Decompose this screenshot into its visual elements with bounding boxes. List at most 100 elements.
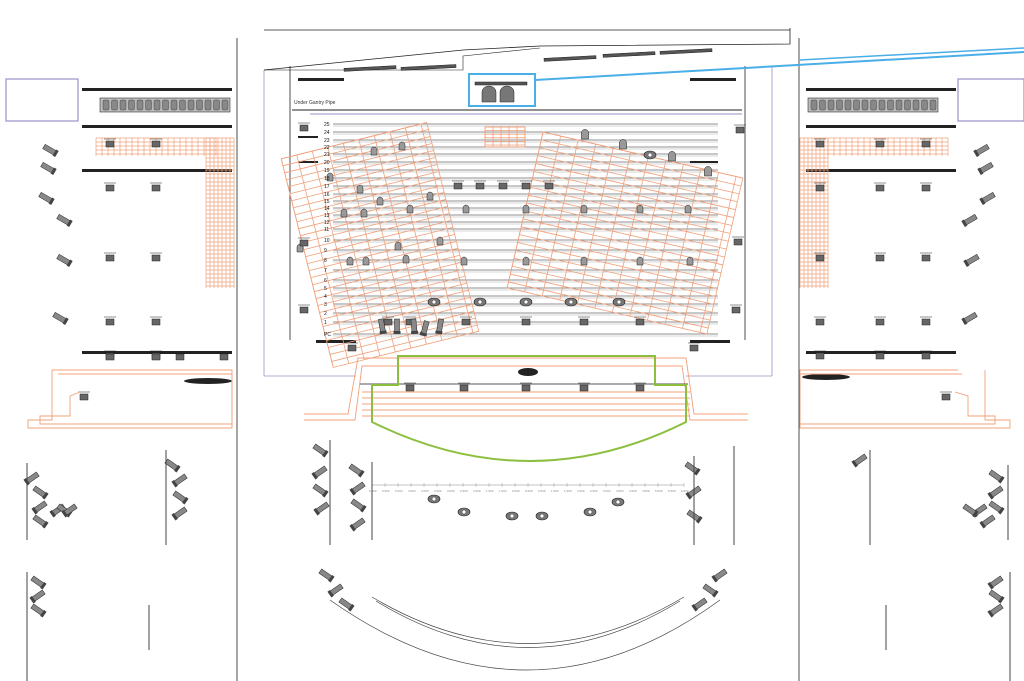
par-can-icon (814, 252, 826, 262)
profile-fixture-icon (711, 568, 728, 583)
scale-tick-label: 5.000 (655, 489, 663, 493)
profile-fixture-icon (164, 458, 181, 473)
scale-tick-label: 5.500 (382, 489, 390, 493)
profile-fixture-icon (435, 318, 444, 335)
profile-fixture-icon (419, 320, 430, 337)
par-can-icon (104, 138, 116, 148)
par-can-icon (346, 342, 358, 352)
profile-fixture-icon (987, 485, 1004, 500)
pipe-number: 4 (324, 294, 327, 300)
profile-fixture-icon (851, 453, 868, 468)
fixtures-layer (23, 122, 1005, 618)
profile-fixture-icon (349, 481, 366, 496)
par-can-icon (874, 182, 886, 192)
spotlight-icon (460, 256, 468, 266)
pipe-number: 6 (324, 278, 327, 284)
pipe-number: 3 (324, 302, 327, 308)
profile-fixture-icon (172, 490, 189, 505)
scale-tick-label: 2.500 (590, 489, 598, 493)
par-can-icon (688, 342, 700, 352)
par-can-icon (78, 391, 90, 401)
par-can-icon (874, 252, 886, 262)
pipe-number: 21 (324, 152, 330, 158)
profile-fixture-icon (702, 583, 719, 598)
spotlight-icon (581, 129, 589, 140)
spotlight-icon (406, 204, 414, 214)
scale-tick-label: 4.500 (408, 489, 416, 493)
spotlight-icon (436, 236, 444, 246)
scale-tick-label: 3.000 (603, 489, 611, 493)
par-can-icon (404, 382, 416, 392)
scale-tick-label: 3.500 (434, 489, 442, 493)
par-can-icon (497, 180, 509, 190)
pipe-number: 25 (324, 122, 330, 128)
scale-tick-label: 1.500 (564, 489, 572, 493)
moving-head-icon (473, 297, 487, 307)
profile-fixture-icon (40, 161, 57, 176)
spotlight-icon (326, 172, 334, 182)
profile-fixture-icon (410, 318, 419, 335)
moving-head-icon (611, 497, 625, 507)
profile-fixture-icon (987, 575, 1004, 590)
par-can-icon (218, 351, 230, 361)
pipe-number: 12 (324, 220, 330, 226)
par-can-icon (634, 382, 646, 392)
par-can-icon (920, 138, 932, 148)
scale-tick-label: 0.000 (525, 489, 533, 493)
par-can-icon (578, 316, 590, 326)
house-booms (26, 440, 1011, 681)
pipe-number: 19 (324, 168, 330, 174)
pipe-number: 16 (324, 192, 330, 198)
par-can-icon (940, 391, 952, 401)
profile-fixture-icon (38, 191, 55, 206)
par-can-icon (732, 236, 744, 246)
profile-fixture-icon (979, 514, 996, 529)
spotlight-icon (394, 241, 402, 251)
par-can-icon (814, 350, 826, 360)
scale-tick-label: 5.000 (395, 489, 403, 493)
pipe-number: 1 (324, 320, 327, 326)
par-can-icon (298, 237, 310, 247)
spotlight-icon (376, 196, 384, 206)
par-can-icon (150, 316, 162, 326)
profile-fixture-icon (973, 143, 990, 158)
profile-fixture-icon (393, 318, 401, 334)
spotlight-icon (522, 256, 530, 266)
scale-tick-label: 2.000 (577, 489, 585, 493)
par-can-icon (452, 180, 464, 190)
par-can-icon (730, 304, 742, 314)
par-can-icon (734, 124, 746, 134)
scale-tick-label: 1.500 (486, 489, 494, 493)
orange-lighting-grids (95, 122, 949, 368)
par-can-icon (874, 316, 886, 326)
profile-fixture-icon (963, 253, 980, 268)
pipe-number: 9 (324, 248, 327, 254)
pipe-number: PC (324, 332, 331, 338)
moving-head-icon (612, 297, 626, 307)
pipe-number: 17 (324, 184, 330, 190)
cable-bundle-icon (802, 374, 850, 380)
par-can-icon (298, 304, 310, 314)
profile-fixture-icon (171, 506, 188, 521)
profile-fixture-icon (327, 583, 344, 598)
spotlight-icon (636, 204, 644, 214)
profile-fixture-icon (30, 603, 47, 618)
profile-fixture-icon (29, 589, 46, 604)
scale-tick-label: 0.500 (538, 489, 546, 493)
spotlight-icon (398, 141, 406, 151)
par-can-icon (814, 138, 826, 148)
profile-fixture-icon (684, 461, 701, 476)
cable-bundle-icon (184, 378, 232, 384)
pipe-number: 22 (324, 145, 330, 151)
par-can-icon (520, 382, 532, 392)
profile-fixture-icon (61, 503, 78, 518)
spotlight-icon (370, 146, 378, 156)
profile-fixture-icon (313, 501, 330, 516)
profile-fixture-icon (979, 191, 996, 206)
spotlight-icon (346, 256, 354, 266)
spotlight-icon (362, 256, 370, 266)
moving-head-icon (535, 511, 549, 521)
par-can-icon (104, 316, 116, 326)
roof-outline (263, 28, 791, 71)
